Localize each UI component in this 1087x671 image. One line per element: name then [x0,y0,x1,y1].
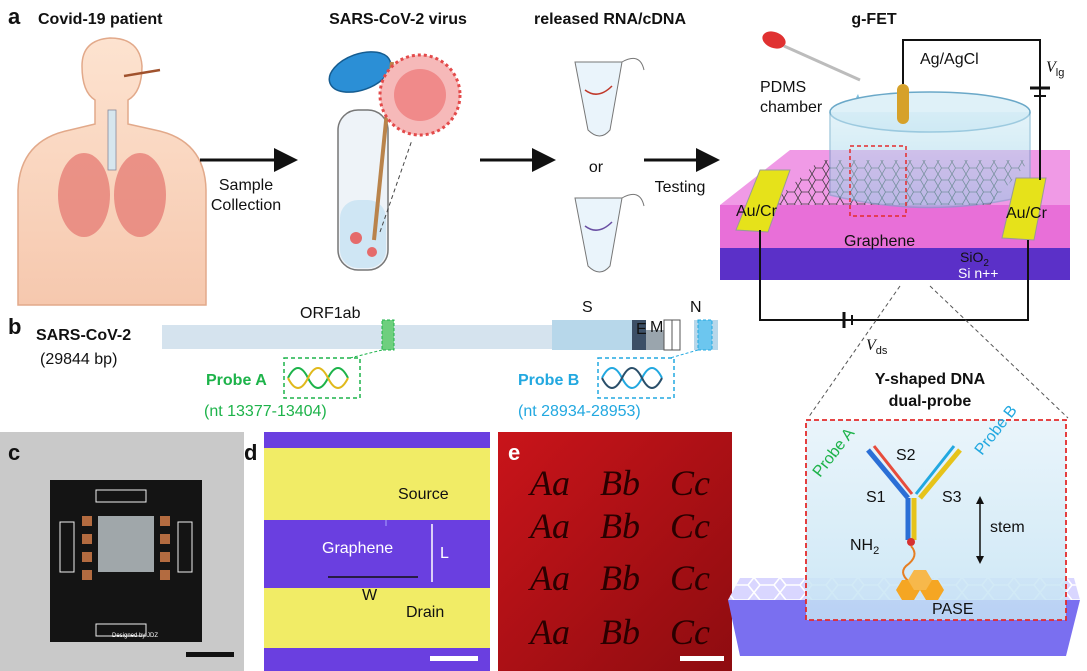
rna-tube-top [574,57,645,137]
letter-cell: Aa [528,558,570,598]
genome-map [162,319,718,399]
zoom-line-left [807,285,901,419]
letter-cell: Bb [600,506,640,546]
graphene-label: Graphene [844,233,915,250]
si-label: Si n++ [958,265,998,281]
v-ds-label: Vds [866,337,888,357]
letter-grid: Aa Bb Cc Aa Bb Cc Aa Bb Cc Aa Bb Cc [528,463,710,652]
genome-length: (29844 bp) [40,351,117,368]
letter-cell: Bb [600,463,640,503]
m-gene-label: M [650,319,663,336]
scale-bar-e [680,656,724,661]
v-lg-label: Vlg [1046,59,1064,79]
testing-label: Testing [655,179,706,196]
panel-label-c: c [8,440,20,465]
s2-label: S2 [896,447,916,464]
sample-collection-label-1: Sample [219,177,273,194]
virus-tube-illustration [328,51,462,271]
au-cr-left-label: Au/Cr [736,203,778,220]
panel-label-b: b [8,314,21,339]
letter-cell: Bb [600,558,640,598]
pdms-label-2: chamber [760,99,823,116]
letter-cell: Cc [670,506,710,546]
l-label: L [440,545,449,562]
inset-title-1: Y-shaped DNA [875,371,986,388]
n-gene-label: N [690,299,702,316]
sio2-label: SiO2 [960,249,989,269]
scale-bar-c [186,652,234,657]
probe-a-label: Probe A [206,372,267,389]
patient-illustration [17,37,207,306]
patient-title: Covid-19 patient [38,11,163,28]
pdms-label-1: PDMS [760,79,806,96]
electrode-micrograph [264,432,490,671]
orf1ab-label: ORF1ab [300,305,361,322]
panel-label-e: e [508,440,520,465]
letter-cell: Aa [528,506,570,546]
scale-bar-d [430,656,478,661]
rna-tube-bottom [574,193,645,273]
letter-cell: Cc [670,612,710,652]
genome-name: SARS-CoV-2 [36,327,131,344]
letter-cell: Bb [600,612,640,652]
s1-label: S1 [866,489,886,506]
e-gene-label: E [636,321,647,338]
letter-cell: Aa [528,463,570,503]
drain-label: Drain [406,604,444,621]
gfet-title: g-FET [851,11,897,28]
rna-title: released RNA/cDNA [534,11,687,28]
panel-label-d: d [244,440,257,465]
inset-title-2: dual-probe [889,393,972,410]
stem-label: stem [990,519,1025,536]
chip-photo [50,480,202,642]
zoom-line-right [929,285,1069,419]
letter-cell: Aa [528,612,570,652]
s-gene-label: S [582,299,593,316]
pase-label: PASE [932,601,974,618]
gfet-device [720,31,1070,328]
au-cr-right-label: Au/Cr [1006,205,1048,222]
probe-a-range: (nt 13377-13404) [204,403,327,420]
letter-cell: Cc [670,558,710,598]
panel-label-a: a [8,4,21,29]
inset-illustration [728,419,1080,656]
chip-credit: Designed by JDZ [112,633,158,639]
ag-agcl-label: Ag/AgCl [920,51,979,68]
probe-b-range: (nt 28934-28953) [518,403,641,420]
graphene-micro-label: Graphene [322,540,393,557]
virus-title: SARS-CoV-2 virus [329,11,467,28]
s3-label: S3 [942,489,962,506]
source-label: Source [398,486,449,503]
probe-b-label: Probe B [518,372,579,389]
or-label: or [589,159,604,176]
sample-collection-label-2: Collection [211,197,281,214]
letter-cell: Cc [670,463,710,503]
fluorescence-image [498,432,732,671]
nh2-label: NH2 [850,537,879,557]
w-label: W [362,587,378,604]
